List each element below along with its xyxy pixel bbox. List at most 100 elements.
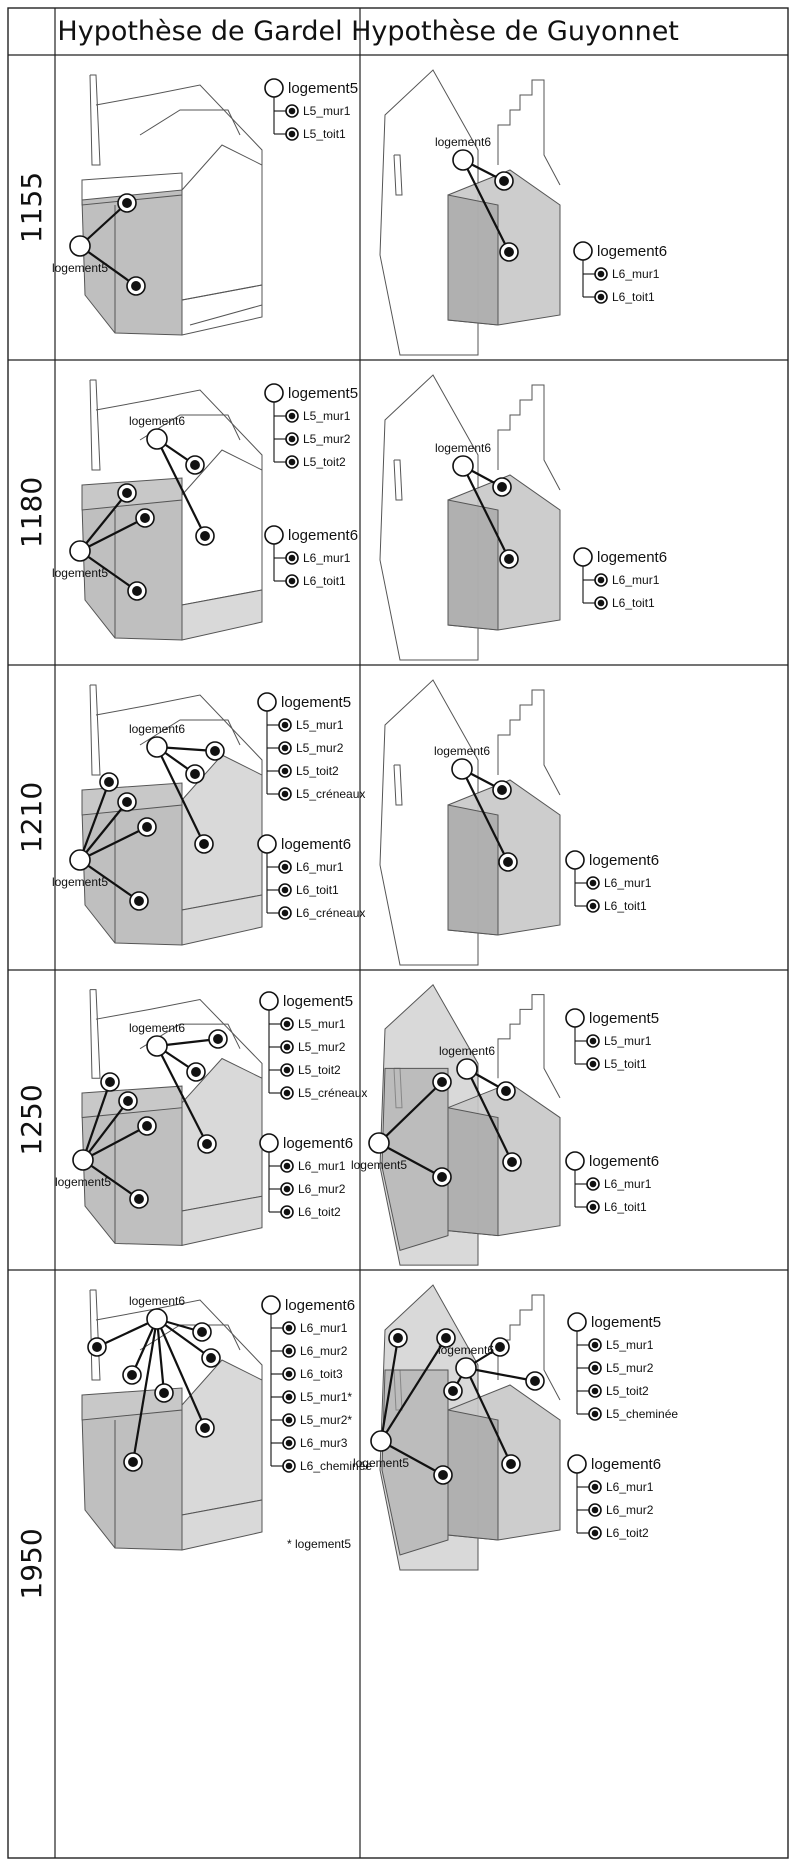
tower-chimney: [393, 459, 403, 501]
tree-leaf-label: L5_toit1: [604, 1057, 647, 1071]
tree-leaf-node-dot: [597, 576, 605, 584]
tree-leaf-label: L6_toit1: [604, 1200, 647, 1214]
component-node-dot: [200, 531, 210, 541]
tree-leaf-node-dot: [597, 599, 605, 607]
gardel-building: [81, 74, 263, 336]
header-gardel: Hypothèse de Gardel: [57, 16, 342, 47]
tree-leaf-label: L5_mur1*: [300, 1390, 352, 1404]
component-node-dot: [159, 1388, 169, 1398]
tree-leaf-label: L6_toit1: [612, 596, 655, 610]
tree-leaf-label: L5_cheminée: [606, 1407, 678, 1421]
component-node-dot: [506, 1459, 516, 1469]
tree-root-node: [565, 1151, 585, 1171]
left-volume: [381, 1369, 449, 1556]
tower: [379, 69, 479, 356]
component-node-dot: [142, 1121, 152, 1131]
guyonnet-building: [379, 69, 561, 356]
year-label: 1155: [15, 172, 48, 243]
tree-leaf-label: L6_mur1: [604, 1177, 652, 1191]
guyonnet-building: [379, 679, 561, 966]
central-side: [447, 1409, 499, 1541]
tree-leaf-node-dot: [589, 1037, 597, 1045]
roof-outline: [95, 84, 263, 326]
tree-leaf-node-dot: [281, 909, 289, 917]
tree-leaf-node-dot: [591, 1387, 599, 1395]
gallery-outline: [139, 109, 241, 136]
tree-leaf-node-dot: [281, 744, 289, 752]
component-node-dot: [503, 857, 513, 867]
grid-frame: [7, 7, 789, 1859]
chimney-outline: [89, 379, 101, 471]
link-line: [78, 781, 111, 861]
tree-leaf-label: L6_mur1: [300, 1321, 348, 1335]
left-roof: [81, 172, 183, 206]
component-link-group: logement6: [439, 1044, 522, 1172]
tree-leaf-node-dot: [591, 1364, 599, 1372]
tree-root-node: [259, 1133, 279, 1153]
component-node-dot: [191, 1067, 201, 1077]
tree-root-label: logement6: [591, 1456, 661, 1473]
component-link-group: logement6: [434, 744, 518, 872]
tree-leaf-node-dot: [285, 1347, 293, 1355]
tree-root-label: logement6: [589, 852, 659, 869]
dwelling-hub-node: [146, 1035, 168, 1057]
dwelling-hub-node: [69, 849, 91, 871]
tree-leaf-node-dot: [283, 1020, 291, 1028]
component-node-dot: [497, 482, 507, 492]
dwelling-label: logement6: [129, 414, 185, 428]
tree-root-label: logement5: [283, 993, 353, 1010]
tree-leaf-label: L5_mur1: [606, 1338, 654, 1352]
tree-leaf-node-dot: [283, 1089, 291, 1097]
link-line: [131, 1318, 159, 1463]
tree-leaf-label: L6_mur1: [298, 1159, 346, 1173]
component-node-dot: [438, 1470, 448, 1480]
chimney-outline: [89, 684, 101, 776]
component-node-dot: [200, 1423, 210, 1433]
tree-leaf-label: L5_mur1: [296, 718, 344, 732]
dwelling-hub-node: [452, 455, 474, 477]
right-base: [181, 589, 263, 641]
link-line: [462, 465, 510, 560]
link-line: [79, 859, 140, 902]
component-node-dot: [122, 488, 132, 498]
tree-leaf-node-dot: [288, 412, 296, 420]
link-line: [79, 826, 148, 861]
building-sketches: [81, 69, 561, 1571]
link-line: [378, 1081, 443, 1144]
tree-root-node: [573, 547, 593, 567]
component-node-dot: [127, 1370, 137, 1380]
tree-root-label: logement5: [281, 694, 351, 711]
tree-leaf-label: L5_mur1: [303, 104, 351, 118]
right-base: [181, 284, 263, 336]
year-label: 1210: [15, 782, 48, 853]
component-link-group: logement6: [129, 722, 225, 854]
tree-leaf-node-dot: [283, 1066, 291, 1074]
tree-leaf-node-dot: [285, 1324, 293, 1332]
year-label: 1180: [15, 477, 48, 548]
tree-leaf-label: L5_mur2: [296, 741, 344, 755]
dwelling-label: logement6: [129, 1021, 185, 1035]
link-line: [96, 1318, 158, 1348]
component-node-dot: [448, 1386, 458, 1396]
tree-root-node: [257, 834, 277, 854]
guyonnet-building: [379, 983, 561, 1266]
tree-leaf-node-dot: [283, 1162, 291, 1170]
tree-leaf-label: L6_toit2: [606, 1526, 649, 1540]
gardel-building: [81, 1289, 263, 1551]
tree-leaf-label: L6_toit3: [300, 1367, 343, 1381]
dwelling-label: logement6: [438, 1343, 494, 1357]
hierarchy-tree: logement5L5_mur1L5_mur2L5_toit2L5_crénea…: [259, 991, 367, 1100]
stepped-gable: [497, 79, 561, 186]
tree-leaf-node-dot: [597, 270, 605, 278]
tree-root-label: logement5: [591, 1314, 661, 1331]
tree-leaf-node-dot: [285, 1370, 293, 1378]
tree-root-node: [264, 78, 284, 98]
stepped-gable: [497, 384, 561, 491]
component-node-dot: [197, 1327, 207, 1337]
gallery-outline: [139, 719, 241, 746]
tree-root-node: [567, 1454, 587, 1474]
